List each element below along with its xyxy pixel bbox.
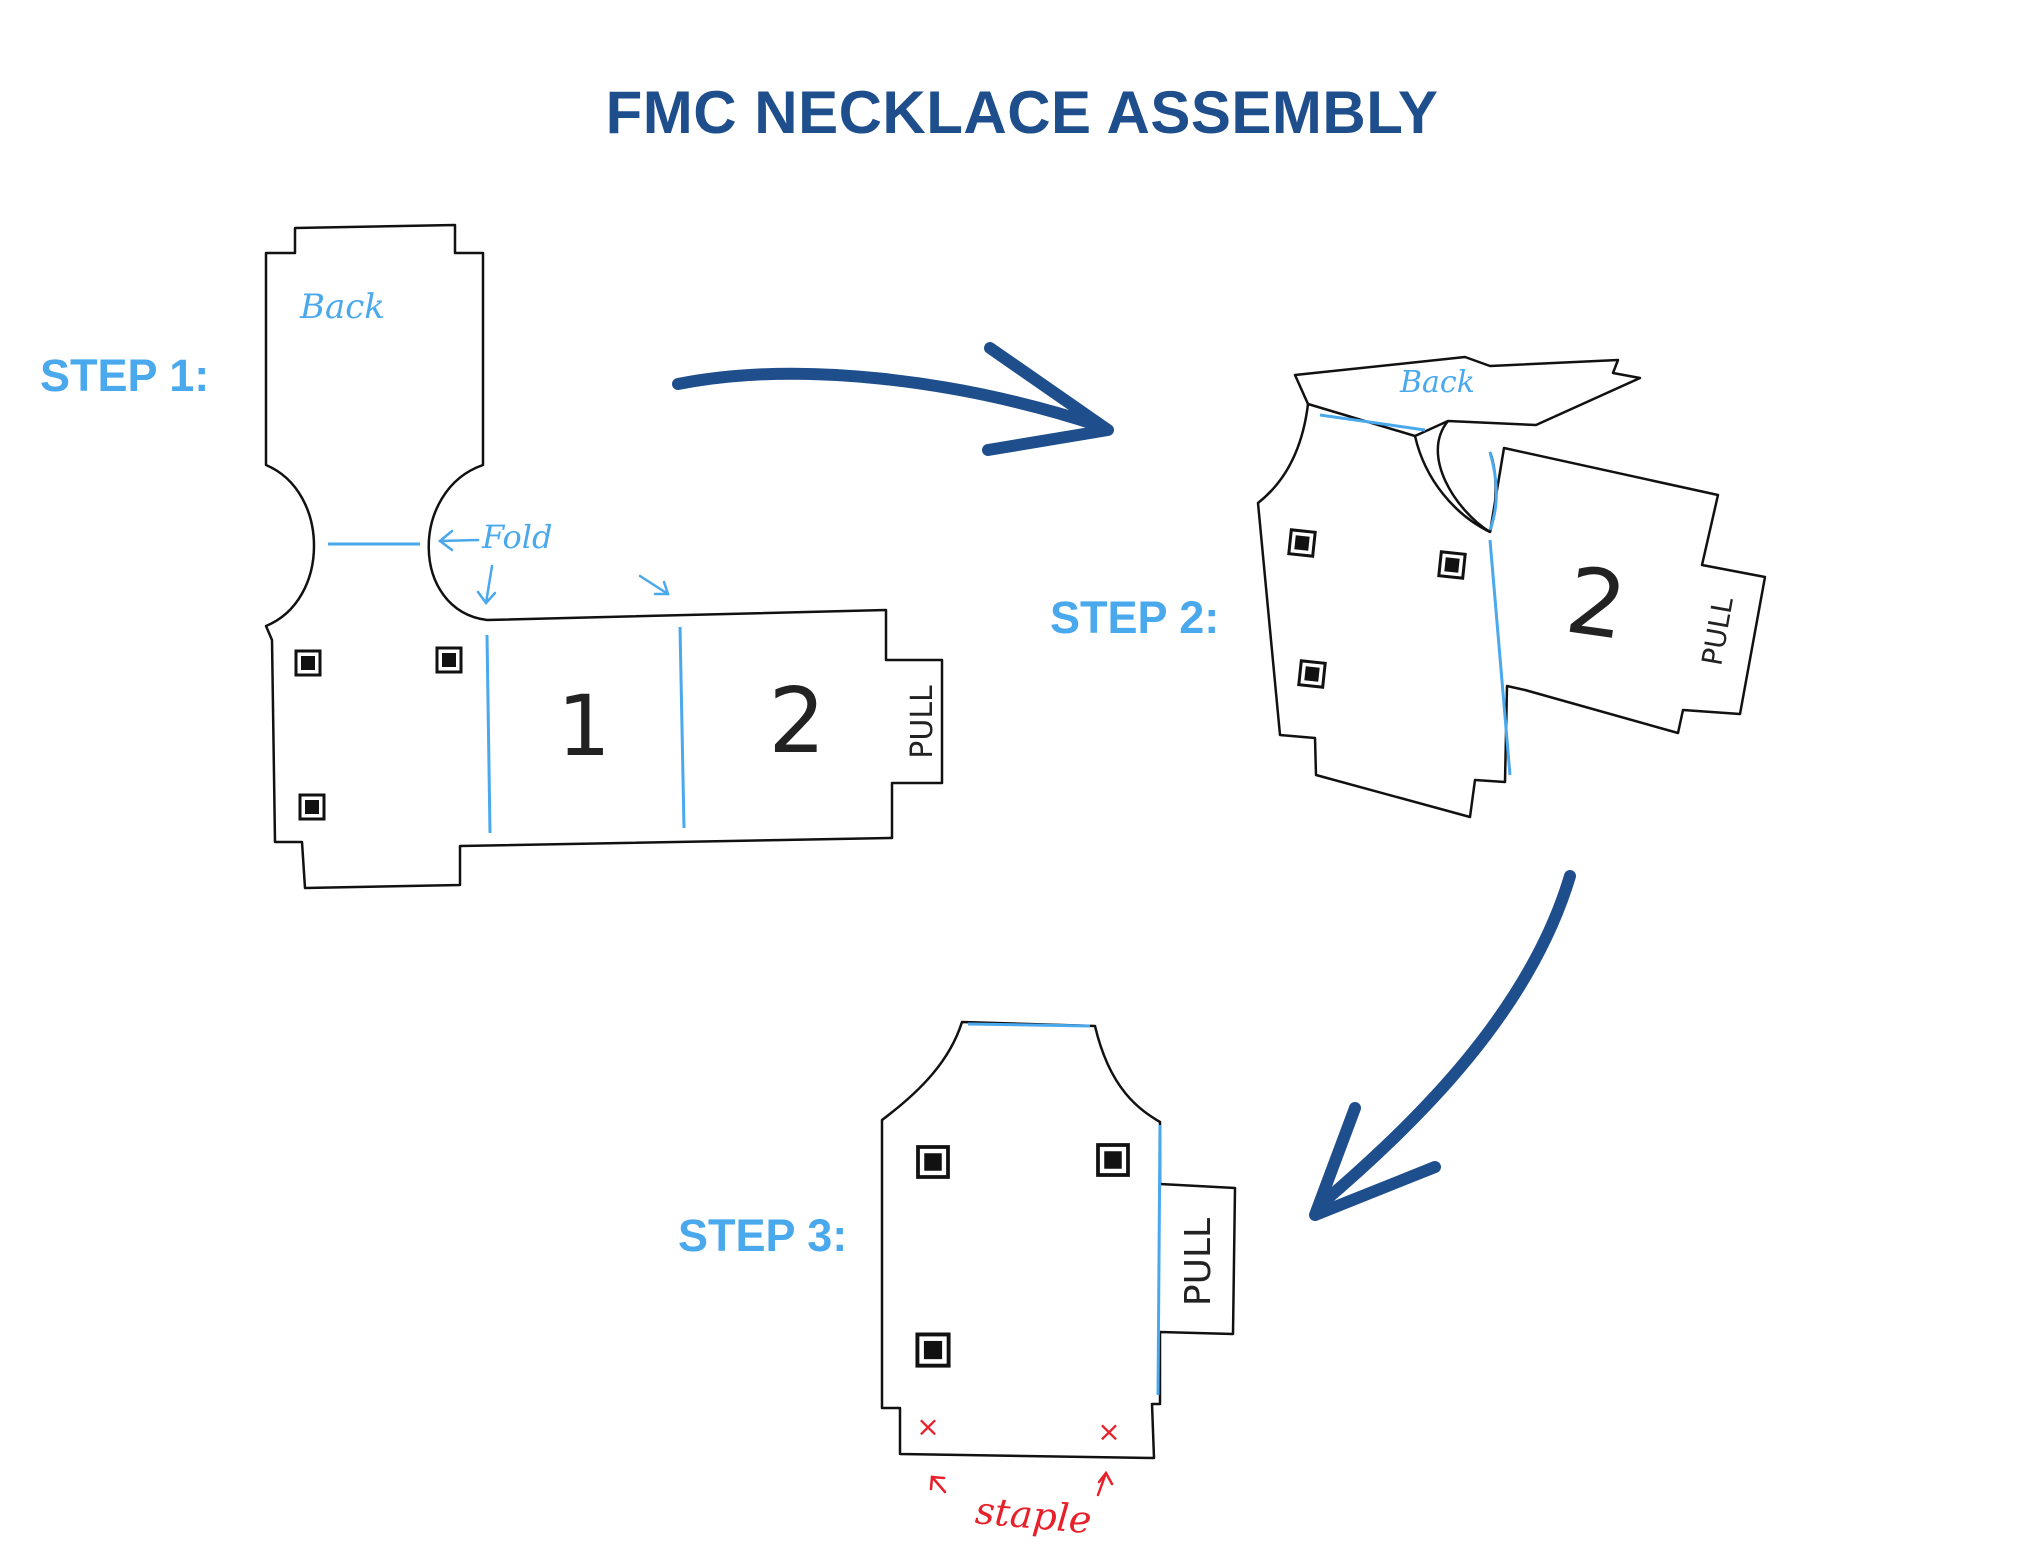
arrow-step2-to-step3-icon: [1309, 870, 1576, 1221]
step-1-fold-lines: [328, 542, 686, 834]
step-2-label: STEP 2:: [1050, 592, 1220, 643]
step-1-label: STEP 1:: [40, 350, 210, 401]
qr-code-icon: [1297, 659, 1327, 689]
step-1-pull-tab-label: PULL: [905, 685, 940, 759]
qr-code-icon: [1437, 550, 1467, 580]
panel-2-number: 2: [768, 669, 825, 774]
fold-pointer-arrows: [437, 529, 670, 605]
step-3-qr-markers: [915, 1143, 1130, 1368]
staple-label: staple: [974, 1488, 1094, 1542]
panel-1-number: 1: [557, 677, 610, 775]
staple-markers: × ×: [916, 1410, 1120, 1448]
arrow-step1-to-step2-icon: [672, 342, 1114, 456]
step-2-back-label: Back: [1399, 365, 1475, 400]
staple-x-left-icon: ×: [916, 1410, 939, 1443]
qr-code-icon: [294, 649, 322, 677]
step-3-fold-lines: [967, 1022, 1162, 1396]
step-2-qr-markers: [1287, 528, 1467, 689]
staple-x-right-icon: ×: [1097, 1415, 1120, 1448]
qr-code-icon: [298, 793, 326, 821]
staple-pointer-arrows: [929, 1470, 1114, 1497]
step-1-flat-template: [264, 223, 944, 890]
fold-label: Fold: [481, 518, 552, 556]
step-3-folded-necklace: [880, 1020, 1237, 1460]
step-2-fold-lines: [1319, 413, 1512, 776]
step-2-partially-folded: [1256, 355, 1767, 819]
qr-code-icon: [435, 646, 463, 674]
step-1-back-label: Back: [299, 287, 385, 327]
step-2-pull-tab-label: PULL: [1695, 594, 1739, 668]
qr-code-icon: [916, 1145, 950, 1179]
qr-code-icon: [1287, 528, 1317, 558]
diagram-title: FMC NECKLACE ASSEMBLY: [605, 79, 1439, 146]
qr-code-icon: [1096, 1143, 1130, 1177]
step-1-qr-markers: [294, 646, 463, 821]
step-2-panel-number: 2: [1560, 547, 1633, 661]
qr-code-icon: [915, 1332, 951, 1368]
step-3-pull-tab-label: PULL: [1178, 1218, 1219, 1306]
step-3-label: STEP 3:: [678, 1210, 848, 1261]
